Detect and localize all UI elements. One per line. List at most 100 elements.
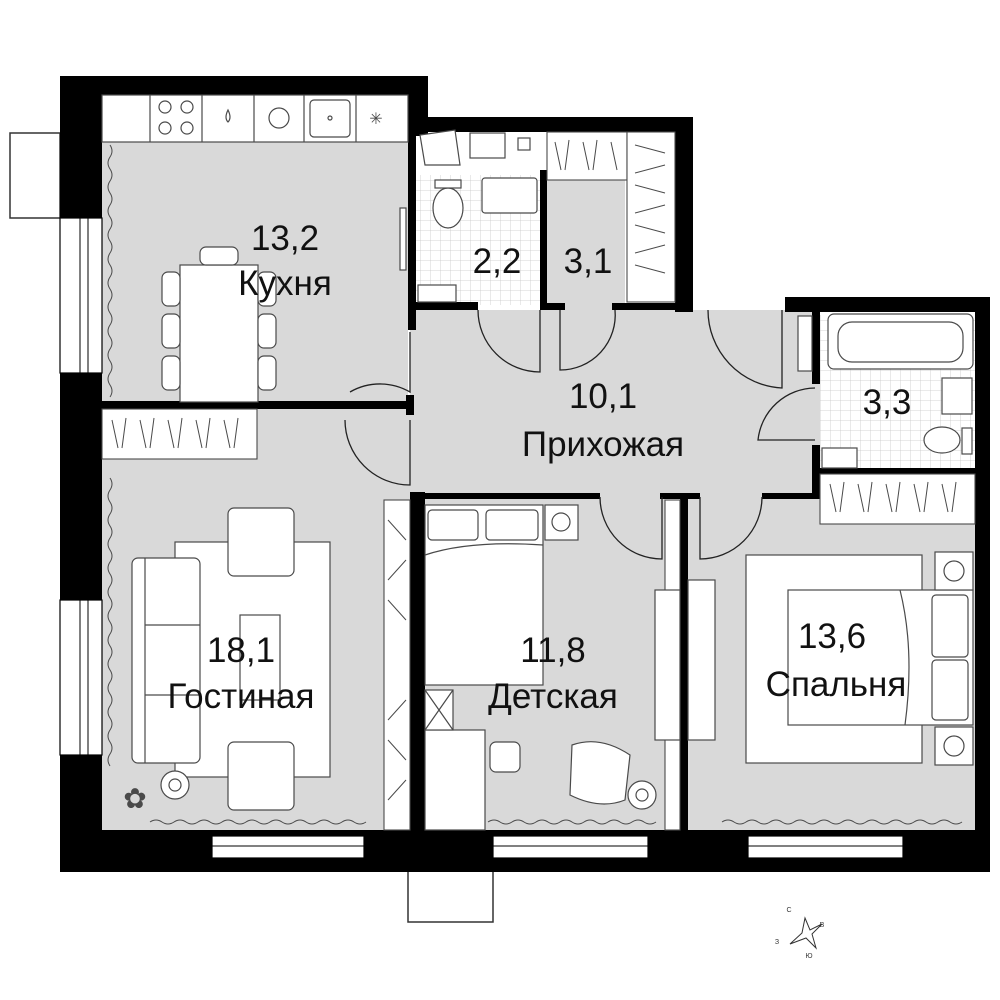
compass-east: В [820, 922, 825, 929]
kids-desk [424, 729, 486, 831]
balcony-left [9, 132, 61, 219]
wc-vent [517, 137, 531, 151]
bedroom-furniture [654, 551, 974, 766]
closet-area: 3,1 [564, 242, 613, 281]
doors [344, 309, 816, 560]
bedroom-area: 13,6 [798, 617, 866, 656]
fridge-snowflake-icon: ✳ [369, 109, 382, 128]
living-area: 18,1 [207, 631, 275, 670]
compass-star-icon [789, 916, 823, 950]
bath-shower-tray [821, 447, 858, 469]
bath-cabinet [797, 315, 813, 372]
stove-burner [180, 100, 194, 114]
wall-bath-bottom [812, 468, 975, 474]
compass-west: З [775, 939, 779, 946]
wall-wc-bottom [408, 302, 478, 310]
compass: С В Ю З [775, 907, 825, 960]
stove-burner [158, 121, 172, 135]
door-kitchen[interactable] [349, 332, 411, 394]
kitchen-fixtures: ✳ [101, 94, 409, 403]
sofa [131, 557, 201, 764]
kids-tv-stand [654, 589, 681, 741]
door-closet[interactable] [559, 309, 616, 371]
kitchen-area: 13,2 [251, 219, 319, 258]
living-name: Гостиная [168, 677, 315, 716]
wardrobe-closet-top [546, 131, 628, 181]
kids-furniture [424, 504, 657, 831]
wc-fixtures [417, 129, 538, 303]
window-mullions [79, 218, 903, 847]
dining-chair [161, 313, 181, 349]
wall-right-closet [675, 117, 693, 312]
window-kids-bottom[interactable] [492, 835, 649, 859]
bedroom-name: Спальня [766, 665, 907, 704]
stove-burner [158, 100, 172, 114]
wall-wc-closet [540, 170, 547, 310]
wall-closet-bottom-right [612, 303, 692, 310]
window-bedroom-bottom[interactable] [747, 835, 904, 859]
hall-area: 10,1 [569, 377, 637, 416]
dining-chair [257, 313, 277, 349]
dining-chair [161, 355, 181, 391]
room-labels: 13,2 Кухня 2,2 3,1 10,1 Прихожая 3,3 18,… [168, 219, 912, 716]
kids-name: Детская [488, 677, 618, 716]
plant-icon: ✿ [123, 782, 146, 815]
dining-chair [161, 271, 181, 307]
hall-name: Прихожая [522, 425, 684, 464]
armchair [227, 507, 295, 577]
compass-south: Ю [805, 953, 812, 960]
boiler-icon [469, 132, 506, 159]
wall-closet-bottom [540, 303, 565, 310]
door-bedroom[interactable] [699, 496, 763, 560]
window-living-bottom[interactable] [211, 835, 365, 859]
door-wc[interactable] [477, 309, 541, 373]
door-bath[interactable] [757, 387, 816, 441]
wc-sink [481, 177, 538, 214]
stove-burner [180, 121, 194, 135]
wall-top-left [60, 76, 425, 95]
door-closet-2[interactable] [707, 309, 783, 389]
windows [59, 217, 904, 859]
wardrobe-living-side [383, 499, 411, 831]
wall-top-bath [785, 297, 990, 312]
dishwasher-drop-icon [225, 108, 231, 123]
dining-chair [257, 355, 277, 391]
floor-hall[interactable] [410, 310, 820, 497]
washer-box-icon [419, 129, 461, 166]
coffee-table [239, 614, 281, 701]
wardrobe-hatching [111, 139, 957, 801]
dining-chair [199, 246, 239, 266]
kitchen-counter [101, 94, 409, 143]
floor-closet[interactable] [545, 180, 625, 310]
kids-armchair [569, 741, 631, 805]
wall-kids-bedroom [680, 493, 688, 833]
window-living[interactable] [59, 599, 103, 756]
bath-sink [941, 377, 973, 415]
wall-kids-top-small [660, 493, 700, 499]
bedroom-tv-stand [687, 579, 716, 741]
wall-hall-bedroom [762, 493, 820, 499]
wall-bath-left [812, 312, 820, 384]
dining-chair [257, 271, 277, 307]
armchair [227, 741, 295, 811]
wall-living-hall [406, 395, 414, 415]
wall-hall-kids [425, 493, 600, 499]
wall-right [975, 297, 990, 872]
wc-area: 2,2 [473, 242, 522, 281]
compass-north: С [786, 907, 791, 914]
kitchen-name: Кухня [238, 264, 332, 303]
wc-toilet [432, 187, 464, 229]
wall-kitchen-living [100, 401, 410, 409]
door-kids[interactable] [599, 496, 663, 560]
wc-shower-tray [417, 284, 457, 303]
wall-kitchen-wc [408, 132, 416, 330]
bath-fixtures [797, 313, 974, 469]
balcony-bottom [407, 869, 494, 923]
living-furniture: ✿ [123, 507, 331, 815]
door-living[interactable] [344, 419, 411, 486]
window-kitchen[interactable] [59, 217, 103, 374]
kitchen-door-panel [399, 207, 407, 271]
wall-top-wc [408, 117, 688, 132]
wardrobe-closet-right [626, 131, 676, 303]
